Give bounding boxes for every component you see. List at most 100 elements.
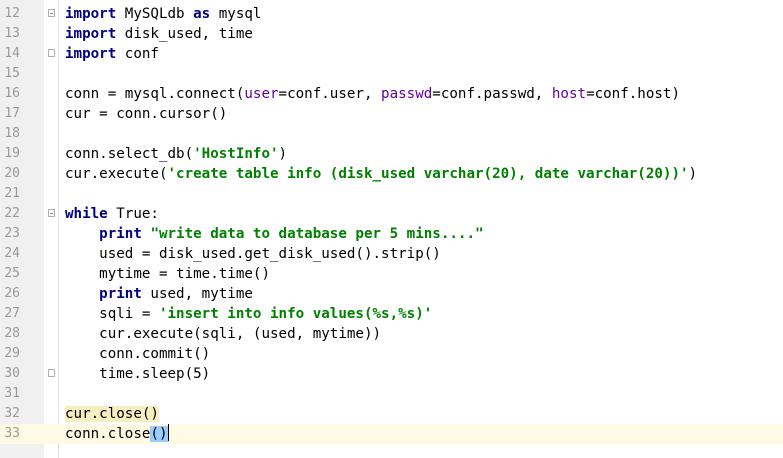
- code-token: mytime = time.time(): [65, 266, 270, 282]
- code-token: cur.execute(sqli, (used, mytime)): [65, 326, 382, 342]
- code-line[interactable]: 31: [0, 384, 783, 404]
- code-text[interactable]: import conf: [65, 44, 159, 64]
- line-number: 17: [4, 106, 20, 121]
- code-line-current[interactable]: 33 conn.close(): [0, 424, 783, 444]
- line-number: 15: [4, 66, 20, 81]
- code-text[interactable]: cur.execute('create table info (disk_use…: [65, 164, 697, 184]
- line-number: 14: [4, 46, 20, 61]
- line-number: 30: [4, 366, 20, 381]
- code-token: MySQLdb: [116, 6, 194, 22]
- line-number: 24: [4, 246, 20, 261]
- code-token: conn.commit(): [65, 346, 211, 362]
- string-token: 'create table info (disk_used varchar(20…: [167, 166, 689, 182]
- code-text[interactable]: conn.commit(): [65, 344, 210, 364]
- code-text[interactable]: cur = conn.cursor(): [65, 104, 227, 124]
- code-line[interactable]: 15: [0, 64, 783, 84]
- code-token: mysql: [210, 6, 262, 22]
- code-token: ): [688, 166, 698, 182]
- line-number: 31: [4, 386, 20, 401]
- code-line[interactable]: 17 cur = conn.cursor(): [0, 104, 783, 124]
- line-number: 33: [4, 426, 20, 441]
- code-line[interactable]: 20 cur.execute('create table info (disk_u…: [0, 164, 783, 184]
- code-token: =conf.passwd,: [432, 86, 552, 102]
- line-number: 18: [4, 126, 20, 141]
- code-line[interactable]: 26 print used, mytime: [0, 284, 783, 304]
- code-token: True:: [107, 206, 159, 222]
- line-number: 20: [4, 166, 20, 181]
- code-text[interactable]: sqli = 'insert into info values(%s,%s)': [65, 304, 432, 324]
- line-number: 28: [4, 326, 20, 341]
- code-line[interactable]: 16 conn = mysql.connect(user=conf.user, p…: [0, 84, 783, 104]
- line-number: 26: [4, 286, 20, 301]
- code-text[interactable]: while True:: [65, 204, 159, 224]
- code-token: conn.close: [65, 426, 151, 442]
- code-token: =conf.user,: [278, 86, 382, 102]
- parameter-token: host: [551, 86, 587, 102]
- code-token: [65, 286, 99, 302]
- keyword-token: print: [99, 226, 142, 242]
- code-text[interactable]: cur.close(): [65, 404, 159, 424]
- parameter-token: user: [244, 86, 279, 102]
- code-text[interactable]: import disk_used, time: [65, 24, 253, 44]
- code-line[interactable]: 28 cur.execute(sqli, (used, mytime)): [0, 324, 783, 344]
- code-token: conn = mysql.connect(: [65, 86, 245, 102]
- keyword-token: print: [99, 286, 142, 302]
- code-text[interactable]: import MySQLdb as mysql: [65, 4, 261, 24]
- keyword-token: as: [193, 6, 211, 22]
- code-token: cur.execute(: [65, 166, 168, 182]
- code-token: ): [278, 146, 288, 162]
- string-token: "write data to database per 5 mins....": [150, 226, 484, 242]
- code-token: =conf.host): [586, 86, 681, 102]
- line-number: 16: [4, 86, 20, 101]
- code-line[interactable]: 30 time.sleep(5): [0, 364, 783, 384]
- code-text[interactable]: used = disk_used.get_disk_used().strip(): [65, 244, 441, 264]
- code-line[interactable]: 19 conn.select_db('HostInfo'): [0, 144, 783, 164]
- code-text[interactable]: conn.select_db('HostInfo'): [65, 144, 287, 164]
- string-token: 'insert into info values(%s,%s)': [158, 306, 433, 322]
- string-token: 'HostInfo': [193, 146, 279, 162]
- line-number: 23: [4, 226, 20, 241]
- code-token: disk_used, time: [116, 26, 253, 42]
- text-caret: [167, 424, 169, 441]
- fold-end-icon[interactable]: [48, 369, 55, 377]
- keyword-token: import: [65, 26, 117, 42]
- highlighted-statement: cur.close(): [65, 406, 159, 422]
- line-number: 13: [4, 26, 20, 41]
- line-number: 32: [4, 406, 20, 421]
- matched-brace-token: (): [150, 426, 168, 442]
- code-line[interactable]: 29 conn.commit(): [0, 344, 783, 364]
- code-line[interactable]: 21: [0, 184, 783, 204]
- code-line[interactable]: 25 mytime = time.time(): [0, 264, 783, 284]
- code-line[interactable]: 23 print "write data to database per 5 m…: [0, 224, 783, 244]
- code-text[interactable]: cur.execute(sqli, (used, mytime)): [65, 324, 381, 344]
- code-line[interactable]: 32 cur.close(): [0, 404, 783, 424]
- code-line[interactable]: 18: [0, 124, 783, 144]
- fold-end-icon[interactable]: [48, 49, 55, 57]
- code-text[interactable]: time.sleep(5): [65, 364, 210, 384]
- fold-collapse-icon[interactable]: [48, 209, 55, 217]
- code-line[interactable]: 14 import conf: [0, 44, 783, 64]
- code-text[interactable]: conn = mysql.connect(user=conf.user, pas…: [65, 84, 680, 104]
- code-token: used, mytime: [141, 286, 253, 302]
- code-token: cur = conn.cursor(): [65, 106, 228, 122]
- code-line[interactable]: 24 used = disk_used.get_disk_used().stri…: [0, 244, 783, 264]
- code-line[interactable]: 13 import disk_used, time: [0, 24, 783, 44]
- fold-collapse-icon[interactable]: [48, 9, 55, 17]
- code-token: conf: [116, 46, 159, 62]
- parameter-token: passwd: [381, 86, 433, 102]
- line-number: 21: [4, 186, 20, 201]
- code-text[interactable]: conn.close(): [65, 424, 169, 444]
- code-text[interactable]: print used, mytime: [65, 284, 253, 304]
- code-line[interactable]: 27 sqli = 'insert into info values(%s,%s…: [0, 304, 783, 324]
- line-number: 19: [4, 146, 20, 161]
- line-number-gutter: [0, 0, 44, 458]
- fold-gutter: [44, 0, 59, 458]
- line-number: 27: [4, 306, 20, 321]
- code-token: time.sleep(5): [65, 366, 211, 382]
- code-text[interactable]: print "write data to database per 5 mins…: [65, 224, 484, 244]
- code-text[interactable]: mytime = time.time(): [65, 264, 270, 284]
